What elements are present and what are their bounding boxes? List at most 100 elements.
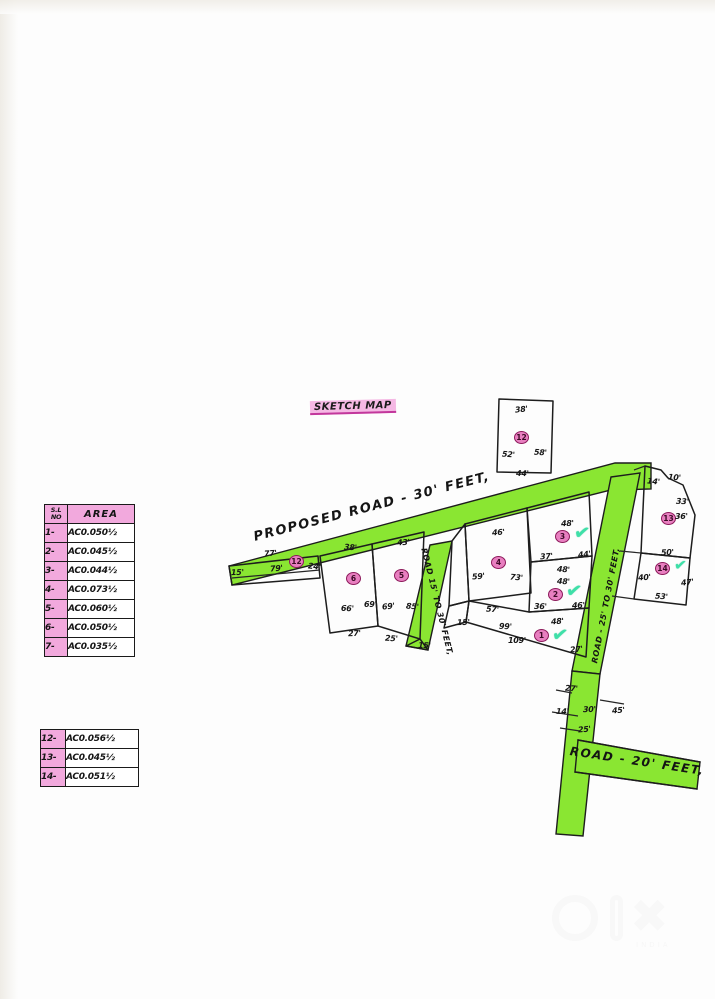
dimension-label: 25'	[384, 633, 398, 644]
dimension-label: 27'	[569, 644, 584, 655]
tick-mark-plot-3: ✔	[572, 521, 592, 546]
row-area: AC0.051½	[65, 767, 139, 787]
dimension-label: 109'	[508, 636, 526, 645]
dimension-label: 79'	[269, 563, 284, 574]
dimension-label: 37'	[539, 551, 553, 562]
plot-badge-12-top[interactable]: 12	[514, 431, 529, 444]
plot-badge-1[interactable]: 1	[534, 629, 549, 642]
dimension-label: 48'	[560, 518, 574, 529]
row-sl: 7-	[44, 637, 68, 657]
dimension-label: 36'	[675, 512, 688, 521]
road-label-main: PROPOSED ROAD - 30' FEET,	[252, 469, 492, 545]
plot-badge-12-left[interactable]: 12	[289, 555, 304, 568]
plot-badge-2[interactable]: 2	[548, 588, 563, 601]
plot-badge-6[interactable]: 6	[346, 572, 361, 585]
road-label-mid-vertical: ROAD 15' TO 30' FEET,	[419, 547, 455, 657]
dimension-label: 38'	[514, 404, 529, 415]
dimension-label: 77'	[263, 548, 277, 559]
header-sl-no: S.L NO	[44, 504, 68, 524]
row-sl: 4-	[44, 580, 68, 600]
row-area: AC0.050½	[67, 618, 135, 638]
dimension-label: 69'	[364, 600, 377, 609]
road-label-bottom: ROAD - 20' FEET,	[568, 744, 706, 779]
page-title: SKETCH MAP	[309, 398, 396, 416]
row-sl: 2-	[44, 542, 68, 562]
row-area: AC0.056½	[65, 729, 139, 749]
row-area: AC0.035½	[67, 637, 135, 657]
dimension-label: 24'	[307, 561, 322, 572]
dimension-label: 46'	[571, 600, 585, 611]
plot-badge-14[interactable]: 14	[655, 562, 670, 575]
road-label-right-vertical: ROAD - 25' TO 30' FEET,	[590, 546, 622, 664]
table-row: 6-AC0.050½	[44, 618, 135, 638]
dimension-label: 38'	[343, 542, 357, 553]
dimension-label: 48'	[550, 616, 564, 627]
plot-badge-4[interactable]: 4	[491, 556, 506, 569]
table-row: 13-AC0.045½	[40, 748, 139, 768]
dimension-label: 46'	[491, 527, 505, 538]
dimension-label: 36'	[533, 601, 547, 612]
dimension-label: 53'	[654, 591, 669, 602]
row-area: AC0.050½	[67, 523, 135, 543]
area-table-secondary: 12-AC0.056½ 13-AC0.045½ 14-AC0.051½	[40, 729, 139, 787]
table-row: 14-AC0.051½	[40, 767, 139, 787]
tick-mark-plot-1: ✔	[550, 623, 570, 648]
scan-edge-left	[0, 0, 18, 999]
dimension-label: 40'	[637, 572, 651, 583]
olx-watermark: ✖ INDIA	[552, 893, 682, 955]
dimension-label: 48'	[556, 576, 570, 587]
olx-x-icon: ✖	[630, 889, 669, 943]
row-sl: 14-	[40, 767, 66, 787]
row-area: AC0.045½	[67, 542, 135, 562]
table-row: 1-AC0.050½	[44, 523, 135, 543]
row-sl: 3-	[44, 561, 68, 581]
table-row: 5-AC0.060½	[44, 599, 135, 619]
olx-region-label: INDIA	[636, 941, 671, 949]
row-sl: 6-	[44, 618, 68, 638]
header-area: AREA	[67, 504, 135, 524]
area-table-primary: S.L NO AREA 1-AC0.050½ 2-AC0.045½ 3-AC0.…	[44, 504, 135, 657]
dimension-label: 44'	[515, 468, 529, 479]
dimension-label: 25'	[577, 724, 592, 735]
table-row: 4-AC0.073½	[44, 580, 135, 600]
dimension-label: 15'	[456, 617, 470, 628]
dimension-label: 14'	[646, 476, 661, 487]
dimension-label: 15'	[417, 640, 431, 651]
dimension-label: 27'	[347, 628, 361, 639]
row-sl: 1-	[44, 523, 68, 543]
dimension-label: 43'	[396, 537, 410, 548]
dimension-label: 10'	[667, 472, 681, 483]
dimension-label: 33'	[675, 496, 689, 507]
table-row: 12-AC0.056½	[40, 729, 139, 749]
table-header-row: S.L NO AREA	[44, 504, 135, 524]
table-row: 2-AC0.045½	[44, 542, 135, 562]
dimension-label: 69'	[381, 601, 396, 612]
dimension-label: 50'	[660, 547, 674, 558]
row-area: AC0.045½	[65, 748, 139, 768]
olx-l-icon	[610, 895, 623, 941]
plot-badge-5[interactable]: 5	[394, 569, 409, 582]
scan-edge-top	[0, 0, 715, 14]
row-sl: 12-	[40, 729, 66, 749]
plot-badge-3[interactable]: 3	[555, 530, 570, 543]
dimension-label: 30'	[582, 704, 596, 715]
dimension-label: 47'	[680, 577, 695, 588]
row-area: AC0.044½	[67, 561, 135, 581]
dimension-label: 66'	[340, 603, 354, 614]
tick-mark-plot-14: ✔	[673, 555, 688, 575]
dimension-label: 44'	[577, 549, 592, 560]
dimension-label: 14'	[555, 706, 569, 717]
dimension-label: 27'	[564, 683, 578, 694]
row-sl: 5-	[44, 599, 68, 619]
dimension-label: 48'	[556, 564, 571, 575]
row-area: AC0.073½	[67, 580, 135, 600]
dimension-label: 52'	[501, 449, 516, 460]
olx-o-icon	[552, 895, 598, 941]
dimension-label: 85'	[405, 601, 420, 612]
dimension-label: 59'	[471, 571, 486, 582]
plot-badge-13[interactable]: 13	[661, 512, 676, 525]
dimension-label: 15'	[230, 567, 244, 578]
dimension-label: 73'	[509, 572, 524, 583]
